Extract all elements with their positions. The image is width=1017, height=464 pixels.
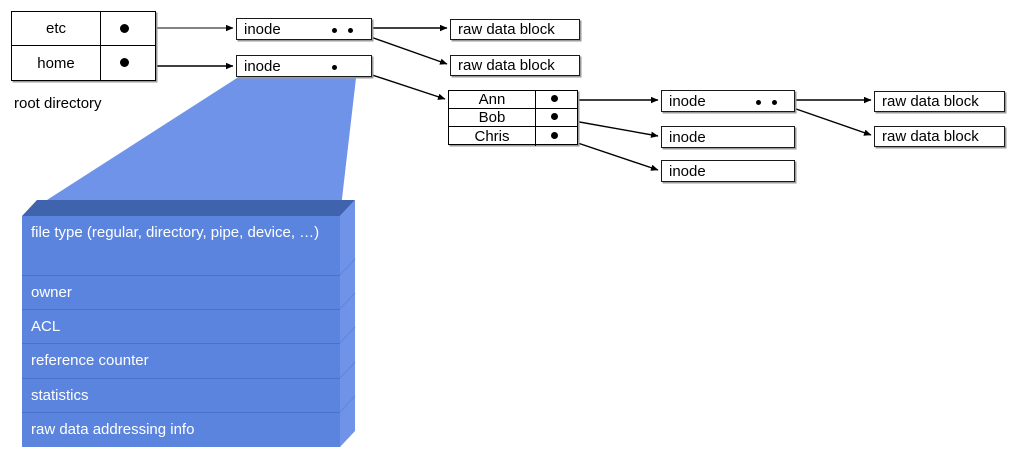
inode-field-owner: owner <box>22 275 340 309</box>
raw-data-block-label: raw data block <box>458 57 555 74</box>
inode-field-label: reference counter <box>31 352 149 369</box>
callout-side-face <box>340 200 355 447</box>
raw-data-block-label: raw data block <box>882 93 979 110</box>
home-directory-table[interactable]: Ann Bob Chris <box>448 90 578 146</box>
inode-label: inode <box>669 162 706 180</box>
pointer-dot <box>551 95 558 102</box>
dir-entry-name: Bob <box>449 109 536 126</box>
raw-data-block-1[interactable]: raw data block <box>450 19 580 40</box>
inode-field-reference-counter: reference counter <box>22 343 340 378</box>
root-directory-table[interactable]: etc home <box>11 11 156 81</box>
inode-pointer-dot <box>756 100 761 105</box>
inode-field-statistics: statistics <box>22 378 340 412</box>
inode-field-label: ACL <box>31 318 61 335</box>
inode-label: inode <box>669 128 706 146</box>
inode-field-acl: ACL <box>22 309 340 343</box>
inode-field-label: raw data addressing info <box>31 421 195 438</box>
table-row[interactable]: home <box>12 46 155 80</box>
dir-entry-pointer-cell[interactable] <box>536 109 577 126</box>
raw-data-block-label: raw data block <box>882 128 979 145</box>
inode-field-label: statistics <box>31 387 89 404</box>
root-directory-label: root directory <box>14 95 102 112</box>
dir-entry-name: Chris <box>449 127 536 146</box>
raw-data-block-3[interactable]: raw data block <box>874 91 1005 112</box>
table-row[interactable]: Ann <box>449 91 577 109</box>
callout-top-face <box>22 200 355 216</box>
inode-box-home[interactable]: inode <box>236 55 372 77</box>
table-row[interactable]: Bob <box>449 109 577 127</box>
dir-entry-name: etc <box>12 12 101 45</box>
inode-box-ann[interactable]: inode <box>661 90 795 112</box>
inode-pointer-dot <box>332 28 337 33</box>
dir-entry-pointer-cell[interactable] <box>101 12 155 45</box>
dir-entry-pointer-cell[interactable] <box>536 127 577 146</box>
inode-field-file-type: file type (regular, directory, pipe, dev… <box>22 216 340 275</box>
inode-label: inode <box>244 57 281 75</box>
inode-pointer-dot <box>332 65 337 70</box>
dir-entry-name: home <box>12 46 101 80</box>
raw-data-block-label: raw data block <box>458 21 555 38</box>
dir-entry-pointer-cell[interactable] <box>101 46 155 80</box>
inode-field-label: owner <box>31 284 72 301</box>
table-row[interactable]: etc <box>12 12 155 46</box>
inode-label: inode <box>244 20 281 38</box>
pointer-dot <box>120 58 129 67</box>
raw-data-block-4[interactable]: raw data block <box>874 126 1005 147</box>
pointer-dot <box>120 24 129 33</box>
pointer-dot <box>551 113 558 120</box>
table-row[interactable]: Chris <box>449 127 577 146</box>
callout-3d-shell <box>22 200 356 447</box>
inode-pointer-dot <box>348 28 353 33</box>
raw-data-block-2[interactable]: raw data block <box>450 55 580 76</box>
dir-entry-name: Ann <box>449 91 536 108</box>
inode-box-etc[interactable]: inode <box>236 18 372 40</box>
inode-field-label: file type (regular, directory, pipe, dev… <box>31 224 320 241</box>
inode-field-raw-data-addressing: raw data addressing info <box>22 412 340 447</box>
inode-label: inode <box>669 92 706 110</box>
pointer-dot <box>551 132 558 139</box>
inode-structure-callout: file type (regular, directory, pipe, dev… <box>0 190 380 464</box>
inode-box-chris[interactable]: inode <box>661 160 795 182</box>
inode-box-bob[interactable]: inode <box>661 126 795 148</box>
dir-entry-pointer-cell[interactable] <box>536 91 577 108</box>
inode-pointer-dot <box>772 100 777 105</box>
